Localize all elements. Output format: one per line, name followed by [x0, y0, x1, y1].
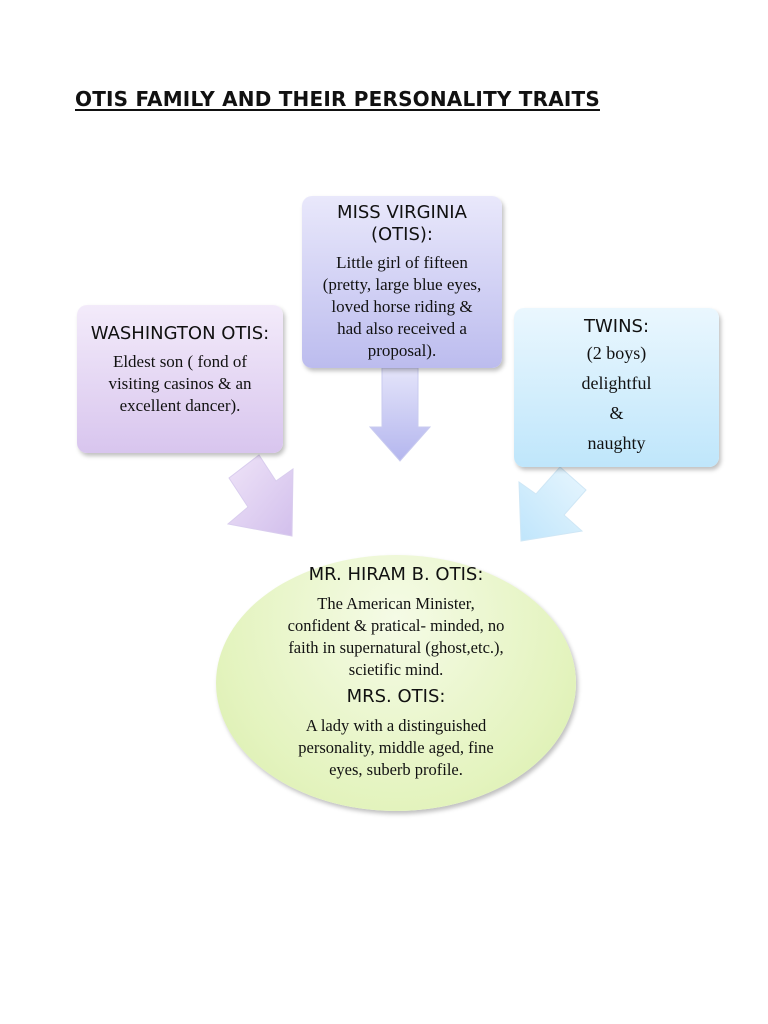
virginia-text-line: Little girl of fifteen [336, 253, 468, 272]
mother-heading: MRS. OTIS: [346, 686, 446, 707]
mother-text-line: A lady with a distinguished [305, 716, 487, 735]
washington-heading: WASHINGTON OTIS: [90, 323, 270, 344]
node-miss-virginia: MISS VIRGINIA (OTIS): Little girl of fif… [302, 196, 502, 368]
twins-heading: TWINS: [583, 316, 650, 337]
virginia-heading: MISS VIRGINIA [337, 202, 467, 223]
arrow-virginia-to-parents [368, 367, 432, 462]
twins-text-line: naughty [587, 433, 646, 453]
washington-text-line: excellent dancer). [119, 396, 241, 415]
node-parents: MR. HIRAM B. OTIS: The American Minister… [250, 563, 542, 781]
father-text-line: The American Minister, [317, 594, 475, 613]
virginia-text-line: proposal). [367, 341, 437, 360]
twins-text-line: delightful [581, 373, 652, 393]
twins-text-line: & [609, 403, 624, 423]
virginia-heading-sub: (OTIS): [370, 224, 433, 245]
washington-text-line: visiting casinos & an [108, 374, 252, 393]
mother-text-line: eyes, suberb profile. [329, 760, 463, 779]
father-heading: MR. HIRAM B. OTIS: [308, 564, 484, 585]
virginia-text-line: (pretty, large blue eyes, [322, 275, 482, 294]
virginia-text-line: loved horse riding & [331, 297, 473, 316]
node-parents-ellipse [216, 555, 576, 811]
father-text-line: faith in supernatural (ghost,etc.), [288, 638, 504, 657]
father-text-line: scietific mind. [348, 660, 444, 679]
father-text-line: confident & pratical- minded, no [287, 616, 505, 635]
arrow-washington-to-parents [226, 454, 294, 537]
washington-text-line: Eldest son ( fond of [112, 352, 248, 371]
virginia-text-line: had also received a [337, 319, 467, 338]
mother-text-line: personality, middle aged, fine [298, 738, 494, 757]
twins-text-line: (2 boys) [586, 343, 647, 363]
node-twins: TWINS: (2 boys) delightful & naughty [514, 308, 719, 467]
arrow-twins-to-parents [518, 466, 587, 542]
page-title: OTIS FAMILY AND THEIR PERSONALITY TRAITS [75, 87, 600, 111]
node-washington-otis: WASHINGTON OTIS: Eldest son ( fond of vi… [77, 305, 283, 453]
